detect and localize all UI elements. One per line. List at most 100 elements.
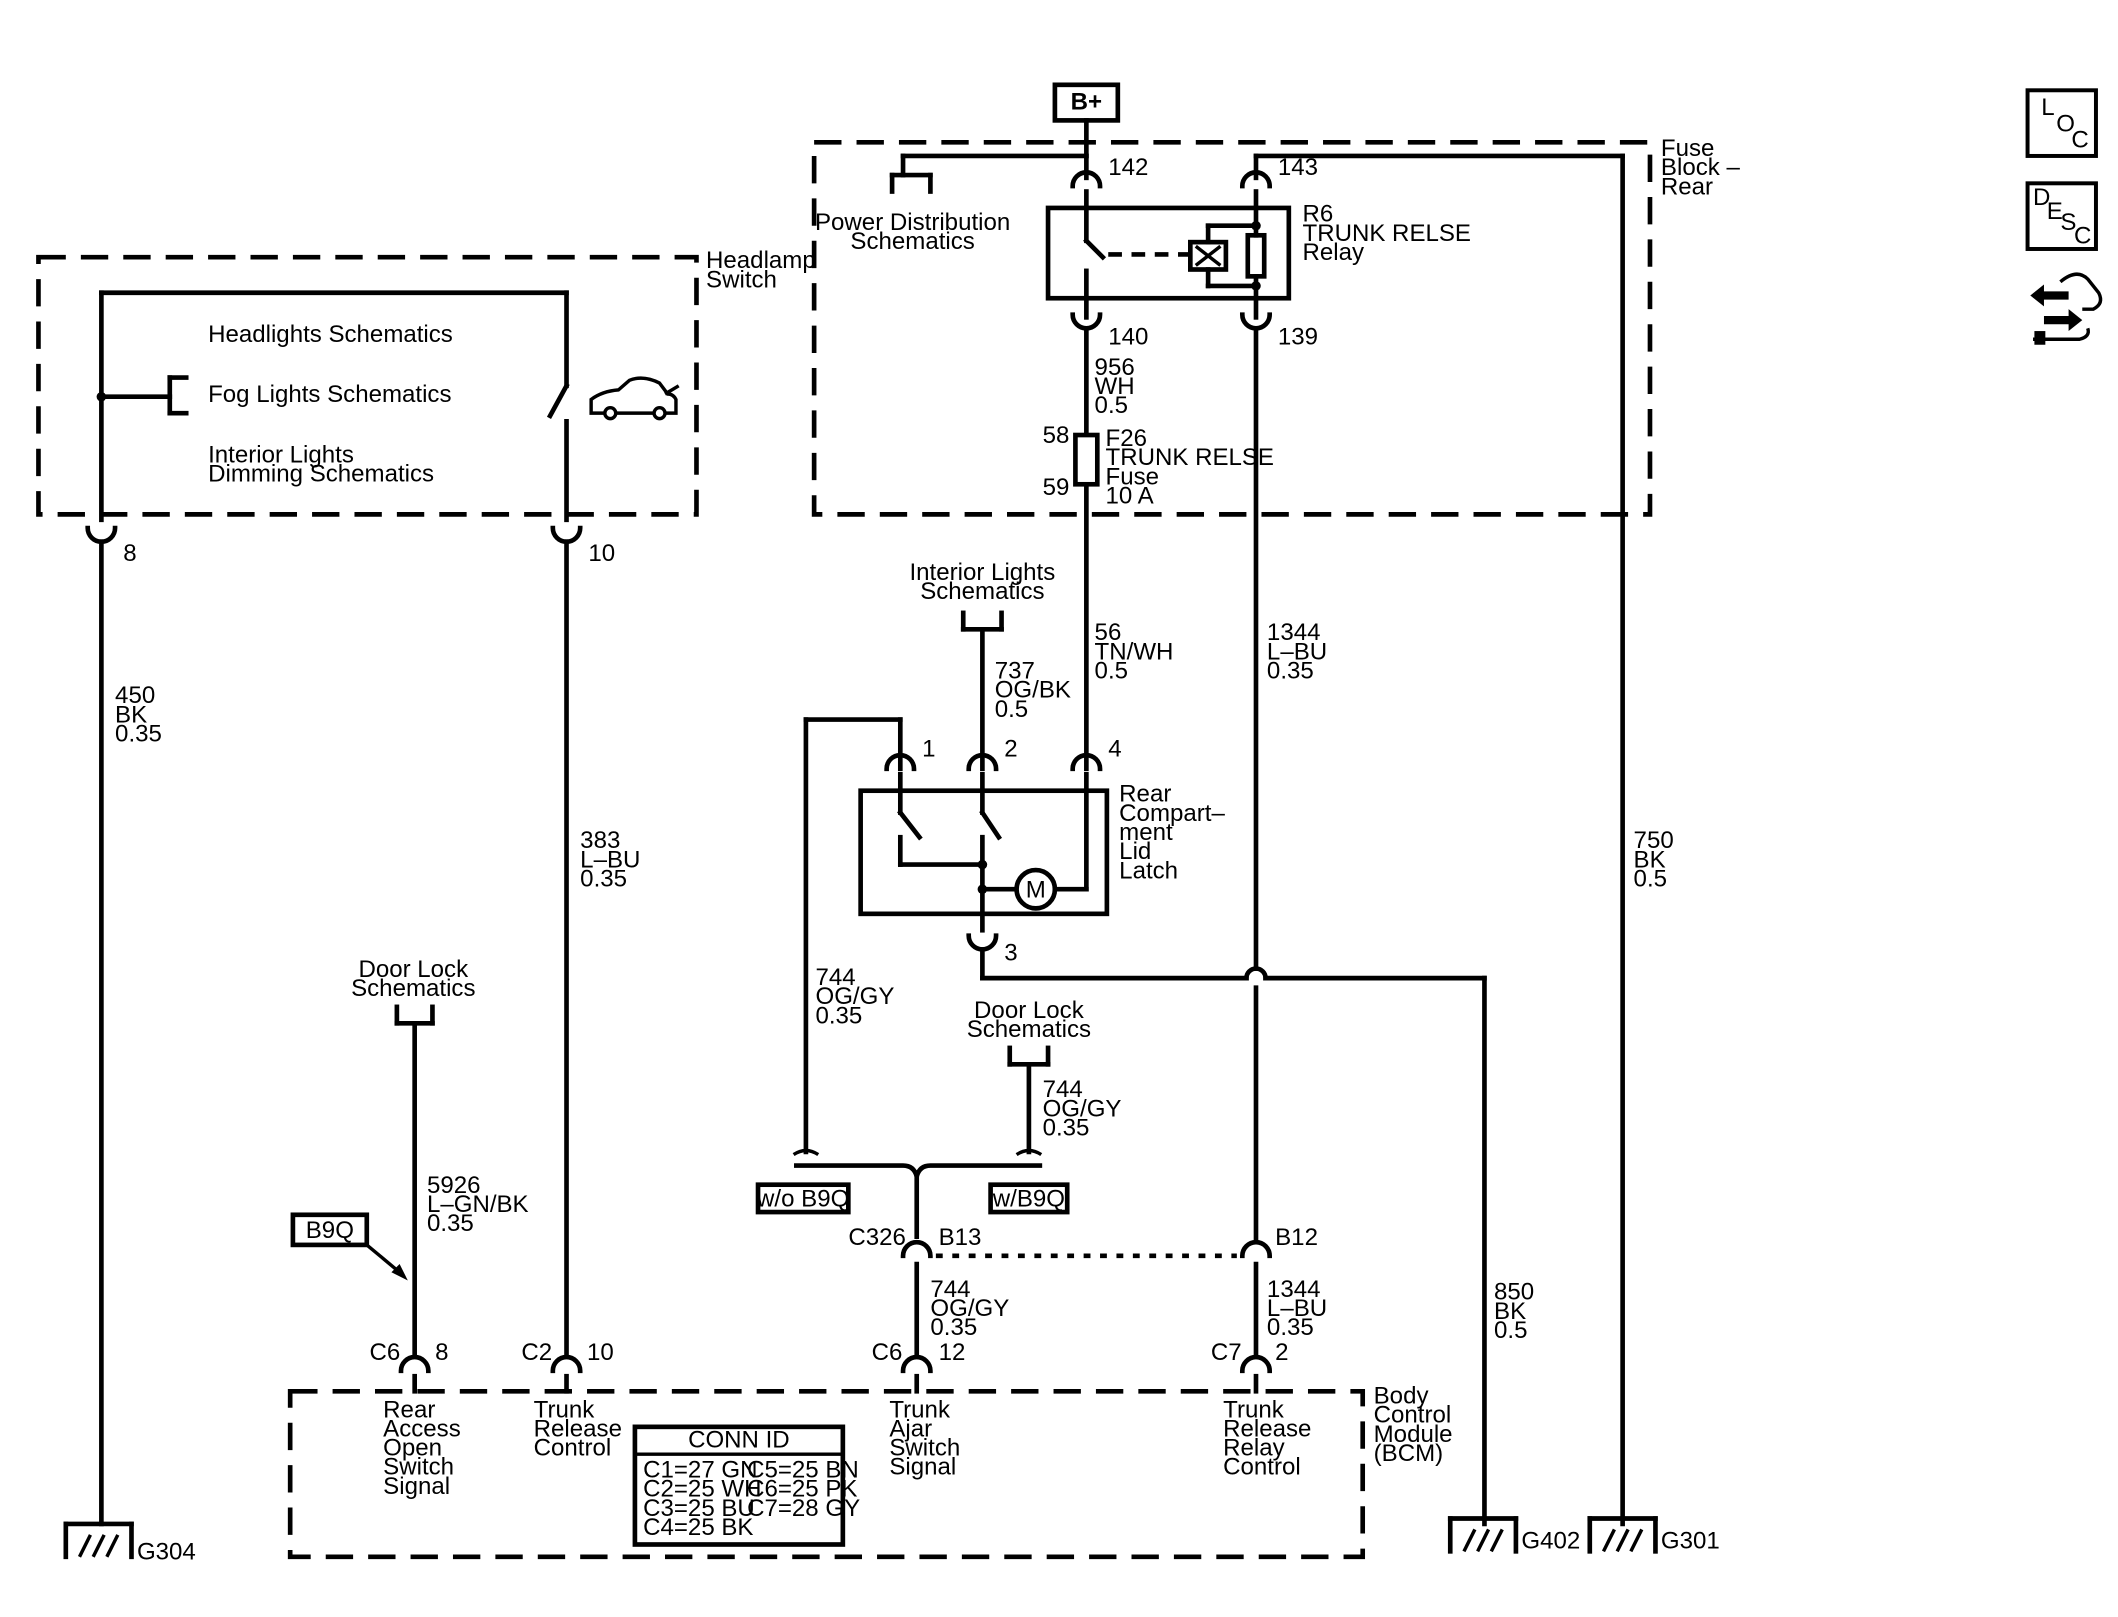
svg-text:1344: 1344 [1267,1276,1321,1303]
svg-text:Module: Module [1374,1421,1453,1448]
svg-text:Relay: Relay [1223,1435,1285,1462]
bcm-connector-c2-pin10: C2 10 Trunk Release Control [521,1339,622,1462]
headlamp-switch-name: Headlamp Switch [706,247,816,293]
latch-pin-1-label: 1 [922,736,935,763]
svg-text:Fuse: Fuse [1106,463,1160,490]
latch-name: Rear Compart– ment Lid Latch [1119,781,1225,885]
svg-text:383: 383 [580,827,620,854]
svg-text:C4=25 BK: C4=25 BK [643,1514,753,1541]
svg-text:Control: Control [1374,1402,1452,1429]
motor-label: M [1026,876,1046,903]
svg-text:Ajar: Ajar [889,1415,932,1442]
svg-text:Compart–: Compart– [1119,800,1225,827]
svg-text:WH: WH [1095,373,1135,400]
svg-text:C2=25 WH: C2=25 WH [643,1476,761,1503]
svg-text:R6: R6 [1303,201,1334,228]
location-icon[interactable]: L O C [2025,88,2098,158]
svg-text:C6=25 PK: C6=25 PK [747,1476,857,1503]
svg-text:Trunk: Trunk [889,1396,951,1423]
conn-id-table: CONN ID C1=27 GN C2=25 WH C3=25 BU C4=25… [632,1424,860,1547]
svg-text:Interior Lights: Interior Lights [208,441,354,468]
svg-text:Latch: Latch [1119,857,1178,884]
option-wo-b9q [755,1182,851,1215]
svg-text:Relay: Relay [1303,239,1365,266]
svg-text:w/B9Q: w/B9Q [992,1186,1065,1213]
svg-text:0.35: 0.35 [115,720,162,747]
svg-text:L–GN/BK: L–GN/BK [427,1191,529,1218]
relay-label: R6 TRUNK RELSE Relay [1303,201,1471,266]
svg-text:0.35: 0.35 [930,1314,977,1341]
bcm-connector-c7-pin2: C7 2 Trunk Release Relay Control [1211,1339,1312,1481]
svg-text:10 A: 10 A [1106,482,1154,509]
svg-text:Trunk: Trunk [1223,1396,1285,1423]
svg-text:Headlamp: Headlamp [706,247,816,274]
wire-1344-bottom-label: 1344 L–BU 0.35 [1267,1276,1327,1341]
latch-pin-1 [884,752,917,772]
svg-text:C2: C2 [521,1339,552,1366]
power-distribution-schematics: Power Distribution Schematics [815,209,1010,255]
door-lock-schematics-right: Door Lock Schematics [967,997,1091,1043]
svg-text:Release: Release [534,1415,622,1442]
svg-text:0.35: 0.35 [1267,1314,1314,1341]
fuse-f26 [1073,432,1100,487]
wire-737-label: 737 OG/BK 0.5 [995,658,1071,723]
svg-text:Schematics: Schematics [351,975,475,1002]
c326-label: C326 [848,1224,906,1251]
svg-text:BK: BK [1494,1298,1526,1325]
svg-text:5926: 5926 [427,1172,481,1199]
fuse-block-rear-outline [811,139,1653,517]
svg-text:744: 744 [930,1276,970,1303]
svg-text:850: 850 [1494,1279,1534,1306]
svg-text:OG/GY: OG/GY [815,983,894,1010]
svg-text:O: O [2056,110,2075,137]
headlamp-switch-outline [36,254,699,517]
svg-text:8: 8 [435,1339,448,1366]
svg-text:Switch: Switch [383,1454,454,1481]
svg-text:Switch: Switch [706,266,777,293]
description-icon[interactable]: D E S C [2025,181,2098,251]
svg-text:C7=28 GY: C7=28 GY [747,1495,860,1522]
ground-g402: G402 [1447,1516,1580,1555]
svg-text:OG/GY: OG/GY [1043,1095,1122,1122]
connector-hand-icon[interactable] [2030,272,2103,345]
svg-text:C: C [2071,127,2088,154]
svg-text:L: L [2041,94,2054,121]
svg-text:Body: Body [1374,1383,1429,1410]
svg-text:Block –: Block – [1661,154,1741,181]
svg-text:0.5: 0.5 [995,696,1028,723]
wire-1344-top-label: 1344 L–BU 0.35 [1267,619,1327,684]
latch-pin-4 [1070,752,1103,772]
svg-text:G402: G402 [1521,1528,1580,1555]
svg-text:1344: 1344 [1267,619,1321,646]
svg-text:Schematics: Schematics [850,228,974,255]
connector-c326-b12 [1239,1239,1273,1259]
svg-text:E: E [2047,198,2063,225]
latch-pin-2-label: 2 [1004,736,1017,763]
pin-10-headlamp-label: 10 [588,540,615,567]
car-trunk-icon [589,376,680,421]
latch-pin-2 [966,752,999,772]
svg-text:Signal: Signal [889,1454,956,1481]
wire-750-label: 750 BK 0.5 [1634,827,1674,892]
wire-450-label: 450 BK 0.35 [115,682,162,747]
svg-text:0.5: 0.5 [1095,658,1128,685]
svg-text:0.35: 0.35 [1043,1114,1090,1141]
svg-text:56: 56 [1095,619,1122,646]
svg-text:744: 744 [1043,1076,1083,1103]
svg-text:w/o B9Q: w/o B9Q [756,1186,849,1213]
svg-text:737: 737 [995,658,1035,685]
svg-text:ment: ment [1119,819,1173,846]
svg-text:Schematics: Schematics [920,578,1044,605]
latch-pin-3-label: 3 [1004,939,1017,966]
svg-text:C7: C7 [1211,1339,1242,1366]
b9q-option-box [290,1212,370,1248]
svg-text:TRUNK RELSE: TRUNK RELSE [1106,444,1274,471]
latch-pin-4-label: 4 [1108,736,1121,763]
svg-text:C5=25 BN: C5=25 BN [747,1456,859,1483]
headlights-schematics-label: Headlights Schematics [208,321,453,348]
svg-text:BK: BK [115,701,147,728]
svg-text:Rear: Rear [1119,781,1171,808]
bcm-name: Body Control Module (BCM) [1374,1383,1453,1467]
svg-text:Open: Open [383,1435,442,1462]
